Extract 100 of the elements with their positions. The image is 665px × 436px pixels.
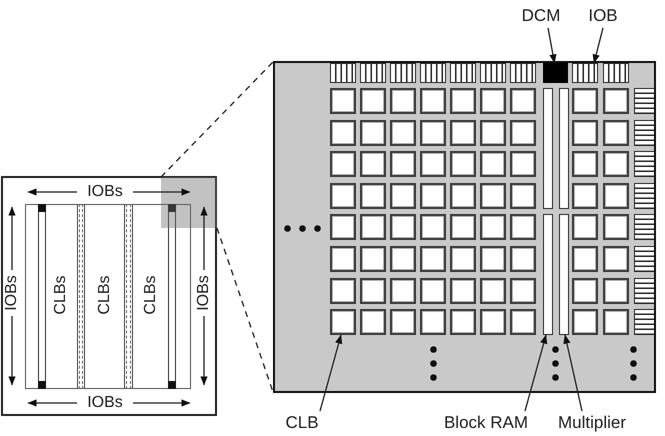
logic-block bbox=[420, 309, 446, 335]
region-label: CLBs bbox=[97, 275, 113, 315]
io-block bbox=[420, 63, 446, 83]
logic-block bbox=[572, 183, 598, 209]
logic-block bbox=[330, 309, 356, 335]
logic-block bbox=[360, 246, 386, 272]
logic-block bbox=[360, 151, 386, 177]
io-block bbox=[634, 278, 654, 304]
io-block bbox=[480, 63, 506, 83]
logic-block bbox=[510, 278, 536, 304]
io-block bbox=[360, 63, 386, 83]
logic-block bbox=[603, 309, 629, 335]
logic-block bbox=[572, 246, 598, 272]
logic-block bbox=[450, 278, 476, 304]
logic-block bbox=[572, 309, 598, 335]
leader-line bbox=[592, 28, 604, 64]
leader-line bbox=[547, 28, 556, 64]
logic-block bbox=[450, 151, 476, 177]
leader-line bbox=[563, 334, 583, 412]
logic-block bbox=[510, 120, 536, 146]
logic-block bbox=[572, 88, 598, 114]
logic-block bbox=[480, 246, 506, 272]
logic-block bbox=[360, 214, 386, 240]
io-block bbox=[330, 63, 356, 83]
logic-block bbox=[390, 88, 416, 114]
logic-block bbox=[420, 88, 446, 114]
region-label: IOBs bbox=[4, 275, 20, 311]
logic-block bbox=[603, 278, 629, 304]
logic-block bbox=[420, 120, 446, 146]
logic-block bbox=[390, 309, 416, 335]
logic-block bbox=[572, 120, 598, 146]
logic-block bbox=[390, 151, 416, 177]
logic-block bbox=[330, 151, 356, 177]
io-block bbox=[634, 151, 654, 177]
logic-block bbox=[330, 214, 356, 240]
memory-column bbox=[543, 214, 553, 335]
io-block bbox=[634, 88, 654, 114]
logic-block bbox=[330, 183, 356, 209]
logic-block bbox=[420, 151, 446, 177]
logic-block bbox=[390, 278, 416, 304]
logic-block bbox=[360, 183, 386, 209]
logic-block bbox=[420, 183, 446, 209]
logic-block bbox=[510, 151, 536, 177]
logic-block bbox=[360, 88, 386, 114]
io-block bbox=[572, 63, 598, 83]
part-label: Block RAM bbox=[444, 414, 528, 432]
logic-block bbox=[572, 214, 598, 240]
logic-block bbox=[510, 214, 536, 240]
logic-block bbox=[360, 120, 386, 146]
multiplier-column bbox=[559, 88, 569, 209]
logic-block bbox=[603, 88, 629, 114]
io-block bbox=[634, 214, 654, 240]
logic-block bbox=[480, 278, 506, 304]
logic-block bbox=[420, 246, 446, 272]
logic-block bbox=[420, 278, 446, 304]
logic-block bbox=[480, 151, 506, 177]
part-label: Multiplier bbox=[558, 414, 626, 432]
logic-block bbox=[450, 183, 476, 209]
region-label: CLBs bbox=[53, 275, 69, 315]
io-block bbox=[450, 63, 476, 83]
logic-block bbox=[450, 309, 476, 335]
part-label: DCM bbox=[522, 7, 560, 25]
logic-block bbox=[603, 183, 629, 209]
io-block bbox=[634, 120, 654, 146]
io-block bbox=[510, 63, 536, 83]
logic-block bbox=[480, 88, 506, 114]
part-label: CLB bbox=[285, 414, 319, 432]
region-label: IOBs bbox=[87, 184, 123, 200]
logic-block bbox=[330, 278, 356, 304]
logic-block bbox=[510, 88, 536, 114]
logic-block bbox=[603, 214, 629, 240]
logic-block bbox=[603, 246, 629, 272]
io-block bbox=[390, 63, 416, 83]
io-block bbox=[603, 63, 629, 83]
logic-block bbox=[603, 151, 629, 177]
logic-block bbox=[572, 278, 598, 304]
logic-block bbox=[480, 183, 506, 209]
logic-block bbox=[450, 120, 476, 146]
logic-block bbox=[360, 278, 386, 304]
dcm-block bbox=[543, 63, 568, 83]
region-label: IOBs bbox=[87, 395, 123, 411]
io-block bbox=[634, 183, 654, 209]
multiplier-column bbox=[559, 214, 569, 335]
logic-block bbox=[420, 214, 446, 240]
logic-block bbox=[450, 214, 476, 240]
logic-block bbox=[390, 183, 416, 209]
logic-block bbox=[390, 246, 416, 272]
logic-block bbox=[330, 120, 356, 146]
logic-block bbox=[480, 120, 506, 146]
logic-block bbox=[510, 183, 536, 209]
logic-block bbox=[450, 246, 476, 272]
region-label: IOBs bbox=[196, 275, 212, 311]
logic-block bbox=[390, 120, 416, 146]
region-label: CLBs bbox=[143, 275, 159, 315]
io-block bbox=[634, 246, 654, 272]
logic-block bbox=[330, 246, 356, 272]
logic-block bbox=[330, 88, 356, 114]
io-block bbox=[634, 309, 654, 335]
logic-block bbox=[510, 309, 536, 335]
memory-column bbox=[543, 88, 553, 209]
